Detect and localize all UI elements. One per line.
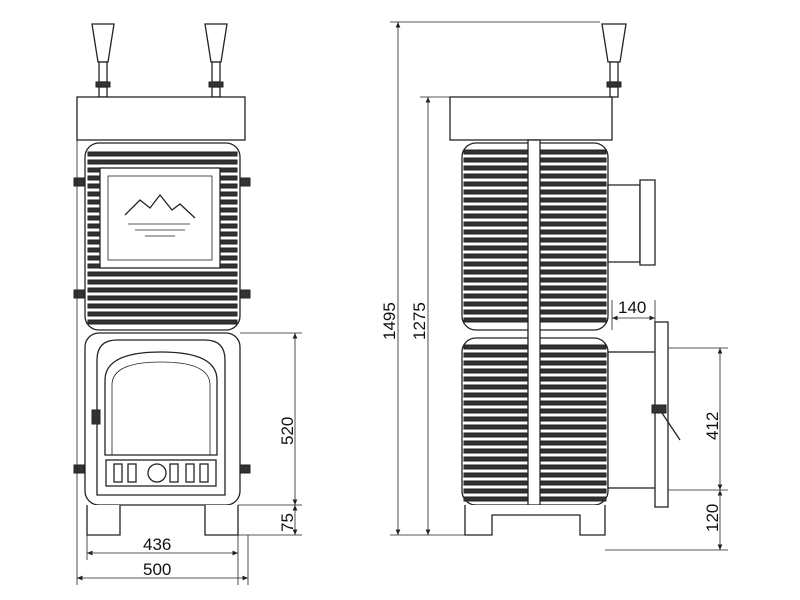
- side-top-tank: [449, 96, 613, 141]
- chimney-cone-icon: [204, 23, 228, 98]
- dim-1495: 1495: [380, 302, 399, 340]
- top-tank: [76, 96, 246, 141]
- rib: [87, 319, 238, 325]
- door-hinge: [91, 409, 101, 425]
- rib: [87, 279, 238, 285]
- flue-outlet: [607, 184, 641, 263]
- side-door-frame: [607, 351, 657, 489]
- dim-140: 140: [618, 298, 646, 317]
- mountain-picture: [124, 193, 196, 237]
- rib: [87, 295, 238, 301]
- side-dimensions: 1495 1275 140 412 120: [380, 21, 728, 551]
- front-dimensions: 520 75 436 500: [76, 140, 302, 585]
- dim-520: 520: [278, 417, 297, 445]
- vent-slot: [127, 463, 137, 483]
- front-view: [73, 23, 251, 536]
- legs: [86, 505, 239, 536]
- vent-knob: [147, 463, 167, 483]
- dim-436: 436: [143, 535, 171, 554]
- vent-slot: [199, 463, 209, 483]
- vent-slot: [185, 463, 195, 483]
- decor-panel: [99, 167, 221, 269]
- vent-slot: [169, 463, 179, 483]
- rib: [87, 271, 238, 277]
- chimney-cone-icon: [91, 23, 115, 98]
- side-view: [449, 23, 681, 536]
- rib: [87, 311, 238, 317]
- center-strip: [527, 139, 541, 506]
- rib: [87, 303, 238, 309]
- vent-slot: [113, 463, 123, 483]
- chimney-cone-icon: [601, 23, 627, 98]
- rib: [87, 287, 238, 293]
- rib: [87, 159, 238, 165]
- side-door: [654, 321, 669, 508]
- dim-75: 75: [278, 513, 297, 532]
- dim-120: 120: [703, 504, 722, 532]
- dim-500: 500: [143, 560, 171, 579]
- door-handle: [659, 409, 681, 441]
- dim-1275: 1275: [410, 302, 429, 340]
- rib: [87, 151, 238, 157]
- dim-412: 412: [703, 412, 722, 440]
